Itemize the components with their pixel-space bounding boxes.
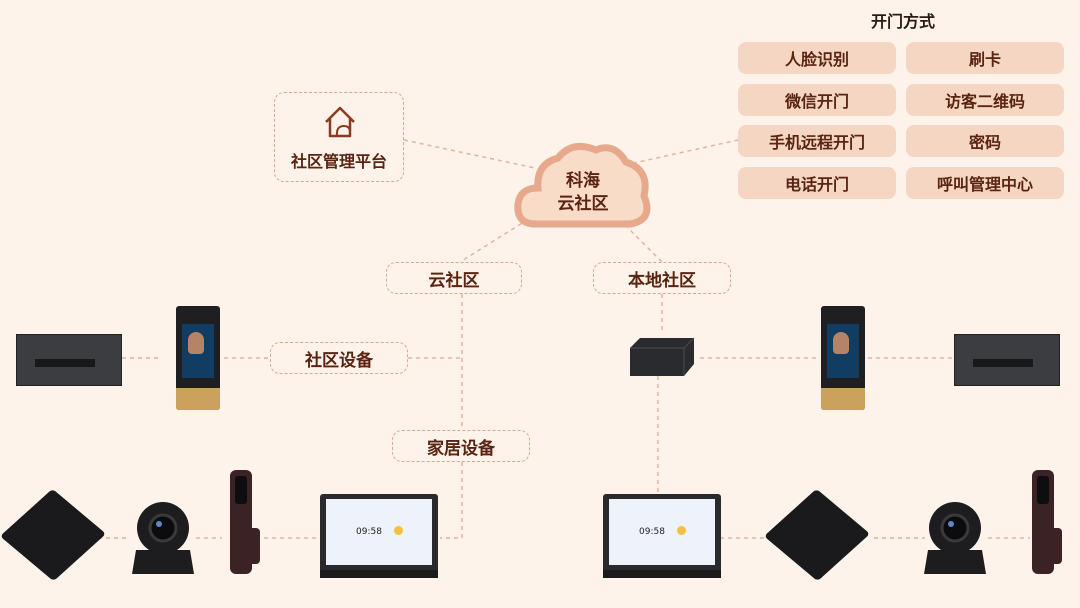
cloud-icon <box>514 142 651 228</box>
unlock-method-item: 手机远程开门 <box>738 125 896 157</box>
panel-device <box>954 334 1060 386</box>
door-station-device <box>176 306 220 410</box>
unlock-methods-title: 开门方式 <box>870 12 935 31</box>
unlock-method-item: 访客二维码 <box>906 84 1064 116</box>
router-device <box>624 336 700 382</box>
unlock-method-item: 电话开门 <box>738 167 896 199</box>
cloud-label: 科海 云社区 <box>557 171 609 214</box>
home-devices-label: 家居设备 <box>392 430 530 462</box>
camera-device <box>924 502 986 574</box>
screen-time: 09:58 <box>356 527 382 537</box>
camera-device <box>132 502 194 574</box>
management-platform: 社区管理平台 <box>275 92 403 182</box>
house-icon <box>325 106 355 138</box>
unlock-method-item: 刷卡 <box>906 42 1064 74</box>
door-station-device <box>821 306 865 410</box>
weather-icon <box>677 526 686 535</box>
unlock-method-item: 密码 <box>906 125 1064 157</box>
smart-lock-device <box>1032 470 1062 574</box>
local-community-label: 本地社区 <box>593 262 731 294</box>
smart-lock-device <box>230 470 260 574</box>
panel-device <box>16 334 122 386</box>
screen-time: 09:58 <box>639 527 665 537</box>
weather-icon <box>394 526 403 535</box>
control-screen-device: 09:58 <box>603 494 721 578</box>
unlock-method-item: 人脸识别 <box>738 42 896 74</box>
management-platform-label: 社区管理平台 <box>290 152 387 171</box>
cloud-community-label: 云社区 <box>386 262 522 294</box>
control-screen-device: 09:58 <box>320 494 438 578</box>
unlock-method-item: 微信开门 <box>738 84 896 116</box>
community-devices-label: 社区设备 <box>270 342 408 374</box>
unlock-method-item: 呼叫管理中心 <box>906 167 1064 199</box>
